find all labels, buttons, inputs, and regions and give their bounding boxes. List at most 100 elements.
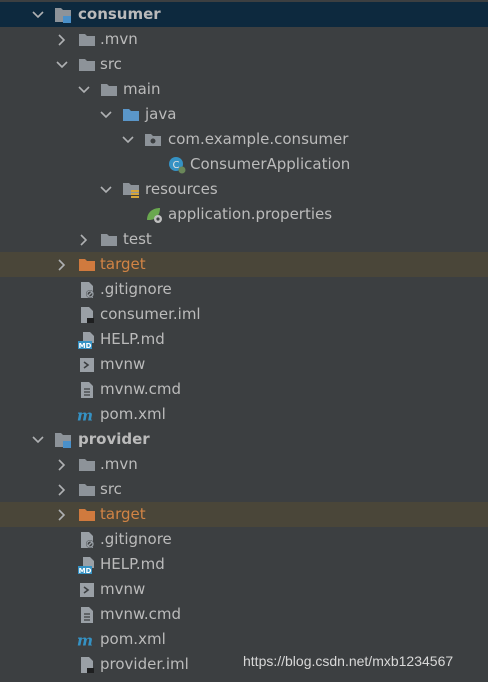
tree-node-consumer[interactable]: consumer <box>0 2 488 27</box>
tree-node-src[interactable]: src <box>0 52 488 77</box>
node-label: .gitignore <box>100 530 172 548</box>
tree-node-pom-xml[interactable]: m pom.xml <box>0 627 488 652</box>
iml-file-icon <box>78 306 96 323</box>
node-label: test <box>123 230 152 248</box>
tree-node-gitignore[interactable]: .gitignore <box>0 277 488 302</box>
tree-node-java[interactable]: java <box>0 102 488 127</box>
svg-text:MD: MD <box>79 342 92 349</box>
node-label: target <box>100 255 146 273</box>
node-label: java <box>145 105 177 123</box>
node-label: consumer.iml <box>100 305 201 323</box>
node-label: consumer <box>78 5 161 23</box>
node-label: main <box>123 80 161 98</box>
module-folder-icon <box>54 6 72 23</box>
tree-node-target[interactable]: target <box>0 502 488 527</box>
tree-node-mvn[interactable]: .mvn <box>0 452 488 477</box>
tree-node-package[interactable]: com.example.consumer <box>0 127 488 152</box>
node-label: HELP.md <box>100 555 165 573</box>
tree-node-help-md[interactable]: MD HELP.md <box>0 552 488 577</box>
svg-text:C: C <box>173 160 180 171</box>
tree-node-application-properties[interactable]: application.properties <box>0 202 488 227</box>
package-icon <box>144 131 162 148</box>
node-label: com.example.consumer <box>168 130 349 148</box>
node-label: HELP.md <box>100 330 165 348</box>
tree-node-help-md[interactable]: MD HELP.md <box>0 327 488 352</box>
chevron-down-icon[interactable] <box>30 2 46 27</box>
chevron-right-icon[interactable] <box>54 502 70 527</box>
chevron-right-icon[interactable] <box>54 27 70 52</box>
tree-node-mvn[interactable]: .mvn <box>0 27 488 52</box>
folder-icon <box>78 56 96 73</box>
chevron-right-icon[interactable] <box>76 227 92 252</box>
tree-node-pom-xml[interactable]: m pom.xml <box>0 402 488 427</box>
node-label: src <box>100 480 122 498</box>
shell-script-icon <box>78 581 96 598</box>
node-label: mvnw.cmd <box>100 605 182 623</box>
svg-text:m: m <box>77 632 93 648</box>
text-file-icon <box>78 606 96 623</box>
folder-icon <box>78 31 96 48</box>
tree-node-consumer-application[interactable]: C ConsumerApplication <box>0 152 488 177</box>
chevron-down-icon[interactable] <box>98 177 114 202</box>
node-label: mvnw.cmd <box>100 380 182 398</box>
chevron-down-icon[interactable] <box>54 52 70 77</box>
tree-node-provider[interactable]: provider <box>0 427 488 452</box>
tree-node-resources[interactable]: resources <box>0 177 488 202</box>
module-folder-icon <box>54 431 72 448</box>
node-label: mvnw <box>100 355 146 373</box>
chevron-right-icon[interactable] <box>54 477 70 502</box>
excluded-folder-icon <box>78 256 96 273</box>
chevron-right-icon[interactable] <box>54 252 70 277</box>
text-file-icon <box>78 381 96 398</box>
markdown-file-icon: MD <box>78 556 96 574</box>
tree-node-mvnw[interactable]: mvnw <box>0 577 488 602</box>
markdown-file-icon: MD <box>78 331 96 349</box>
spring-properties-icon <box>145 206 163 223</box>
node-label: pom.xml <box>100 630 166 648</box>
svg-text:MD: MD <box>79 567 92 574</box>
node-label: ConsumerApplication <box>190 155 351 173</box>
tree-node-main[interactable]: main <box>0 77 488 102</box>
tree-node-consumer-iml[interactable]: consumer.iml <box>0 302 488 327</box>
tree-node-mvnw-cmd[interactable]: mvnw.cmd <box>0 377 488 402</box>
node-label: resources <box>145 180 218 198</box>
shell-script-icon <box>78 356 96 373</box>
tree-node-test[interactable]: test <box>0 227 488 252</box>
maven-icon: m <box>76 406 94 423</box>
folder-icon <box>100 231 118 248</box>
chevron-down-icon[interactable] <box>76 77 92 102</box>
node-label: pom.xml <box>100 405 166 423</box>
tree-node-mvnw[interactable]: mvnw <box>0 352 488 377</box>
tree-node-gitignore[interactable]: .gitignore <box>0 527 488 552</box>
maven-icon: m <box>76 631 94 648</box>
chevron-down-icon[interactable] <box>98 102 114 127</box>
watermark-text: https://blog.csdn.net/mxb1234567 <box>243 653 454 669</box>
node-label: mvnw <box>100 580 146 598</box>
source-folder-icon <box>122 106 140 123</box>
folder-icon <box>100 81 118 98</box>
folder-icon <box>78 481 96 498</box>
iml-file-icon <box>78 656 96 673</box>
spring-boot-class-icon: C <box>168 156 186 173</box>
node-label: .gitignore <box>100 280 172 298</box>
resources-folder-icon <box>122 181 140 198</box>
node-label: provider <box>78 430 150 448</box>
tree-node-target[interactable]: target <box>0 252 488 277</box>
node-label: target <box>100 505 146 523</box>
chevron-right-icon[interactable] <box>54 452 70 477</box>
ignore-file-icon <box>78 281 96 298</box>
tree-node-provider-iml[interactable]: provider.iml <box>0 652 488 677</box>
node-label: src <box>100 55 122 73</box>
node-label: .mvn <box>100 30 138 48</box>
node-label: application.properties <box>168 205 333 223</box>
node-label: provider.iml <box>100 655 189 673</box>
node-label: .mvn <box>100 455 138 473</box>
svg-text:m: m <box>77 407 93 423</box>
ignore-file-icon <box>78 531 96 548</box>
chevron-down-icon[interactable] <box>120 127 136 152</box>
tree-node-mvnw-cmd[interactable]: mvnw.cmd <box>0 602 488 627</box>
tree-node-src[interactable]: src <box>0 477 488 502</box>
excluded-folder-icon <box>78 506 96 523</box>
chevron-down-icon[interactable] <box>30 427 46 452</box>
